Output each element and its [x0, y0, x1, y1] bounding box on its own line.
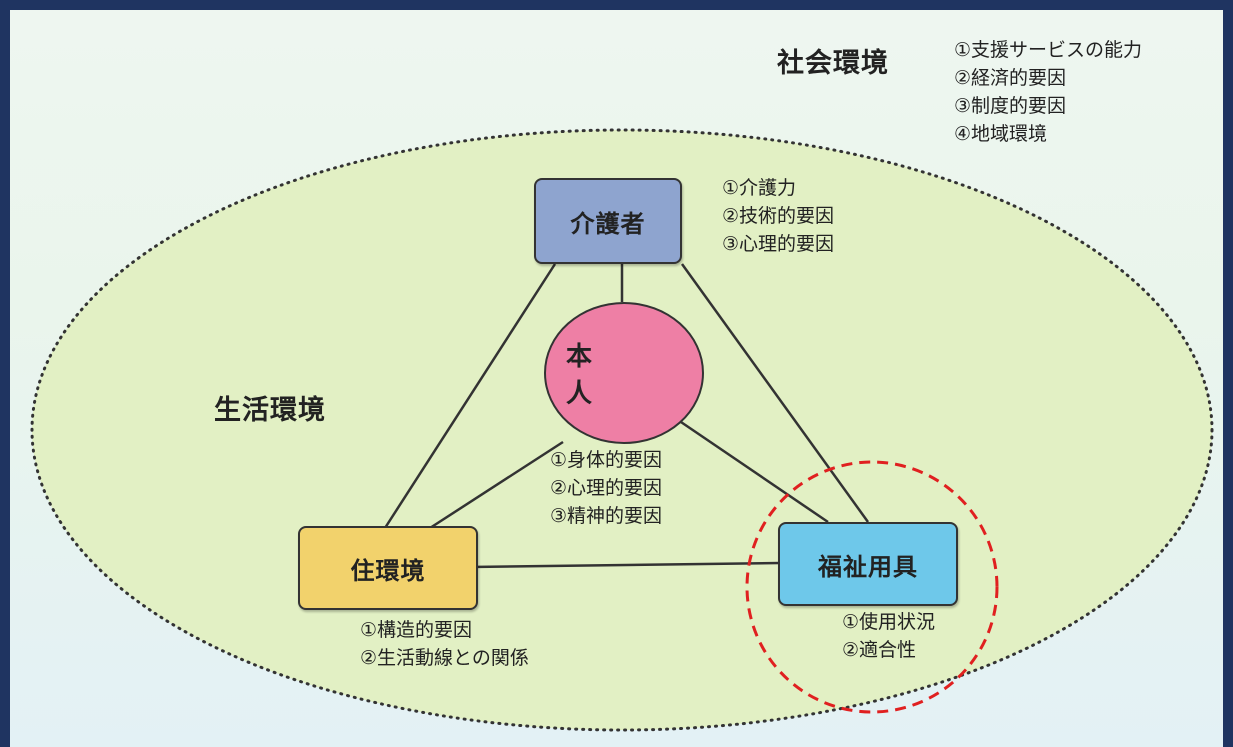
welfare-equipment-list: ①使用状況 ②適合性: [842, 608, 935, 664]
social-environment-list: ①支援サービスの能力 ②経済的要因 ③制度的要因 ④地域環境: [954, 36, 1142, 148]
social-environment-title: 社会環境: [777, 48, 889, 79]
person-list: ①身体的要因 ②心理的要因 ③精神的要因: [550, 446, 662, 530]
link-caregiver-housing: [383, 263, 557, 529]
social-item: ①支援サービスの能力: [954, 39, 1143, 61]
social-item: ②経済的要因: [954, 67, 1067, 89]
housing-node: 住環境: [298, 526, 478, 610]
person-item: ①身体的要因: [550, 449, 663, 471]
social-item: ④地域環境: [954, 123, 1048, 145]
equipment-item: ②適合性: [842, 639, 917, 661]
link-housing-equipment: [469, 561, 781, 569]
housing-item: ②生活動線との関係: [360, 647, 529, 669]
living-environment-title: 生活環境: [214, 395, 326, 426]
caregiver-node: 介護者: [534, 178, 682, 264]
equipment-highlight-circle: [745, 460, 999, 714]
link-caregiver-equipment: [680, 263, 870, 523]
person-item: ③精神的要因: [550, 505, 663, 527]
social-item: ③制度的要因: [954, 95, 1067, 117]
caregiver-item: ①介護力: [722, 177, 797, 199]
housing-list: ①構造的要因 ②生活動線との関係: [360, 616, 529, 672]
housing-item: ①構造的要因: [360, 619, 473, 641]
link-person-housing: [429, 440, 564, 530]
caregiver-item: ③心理的要因: [722, 233, 835, 255]
link-person-equipment: [677, 418, 829, 524]
welfare-equipment-node: 福祉用具: [778, 522, 958, 606]
caregiver-item: ②技術的要因: [722, 205, 835, 227]
person-node: 本 人: [544, 302, 704, 444]
equipment-item: ①使用状況: [842, 611, 936, 633]
diagram-panel: 社会環境 ①支援サービスの能力 ②経済的要因 ③制度的要因 ④地域環境 生活環境…: [10, 10, 1223, 747]
caregiver-list: ①介護力 ②技術的要因 ③心理的要因: [722, 174, 834, 258]
person-item: ②心理的要因: [550, 477, 663, 499]
